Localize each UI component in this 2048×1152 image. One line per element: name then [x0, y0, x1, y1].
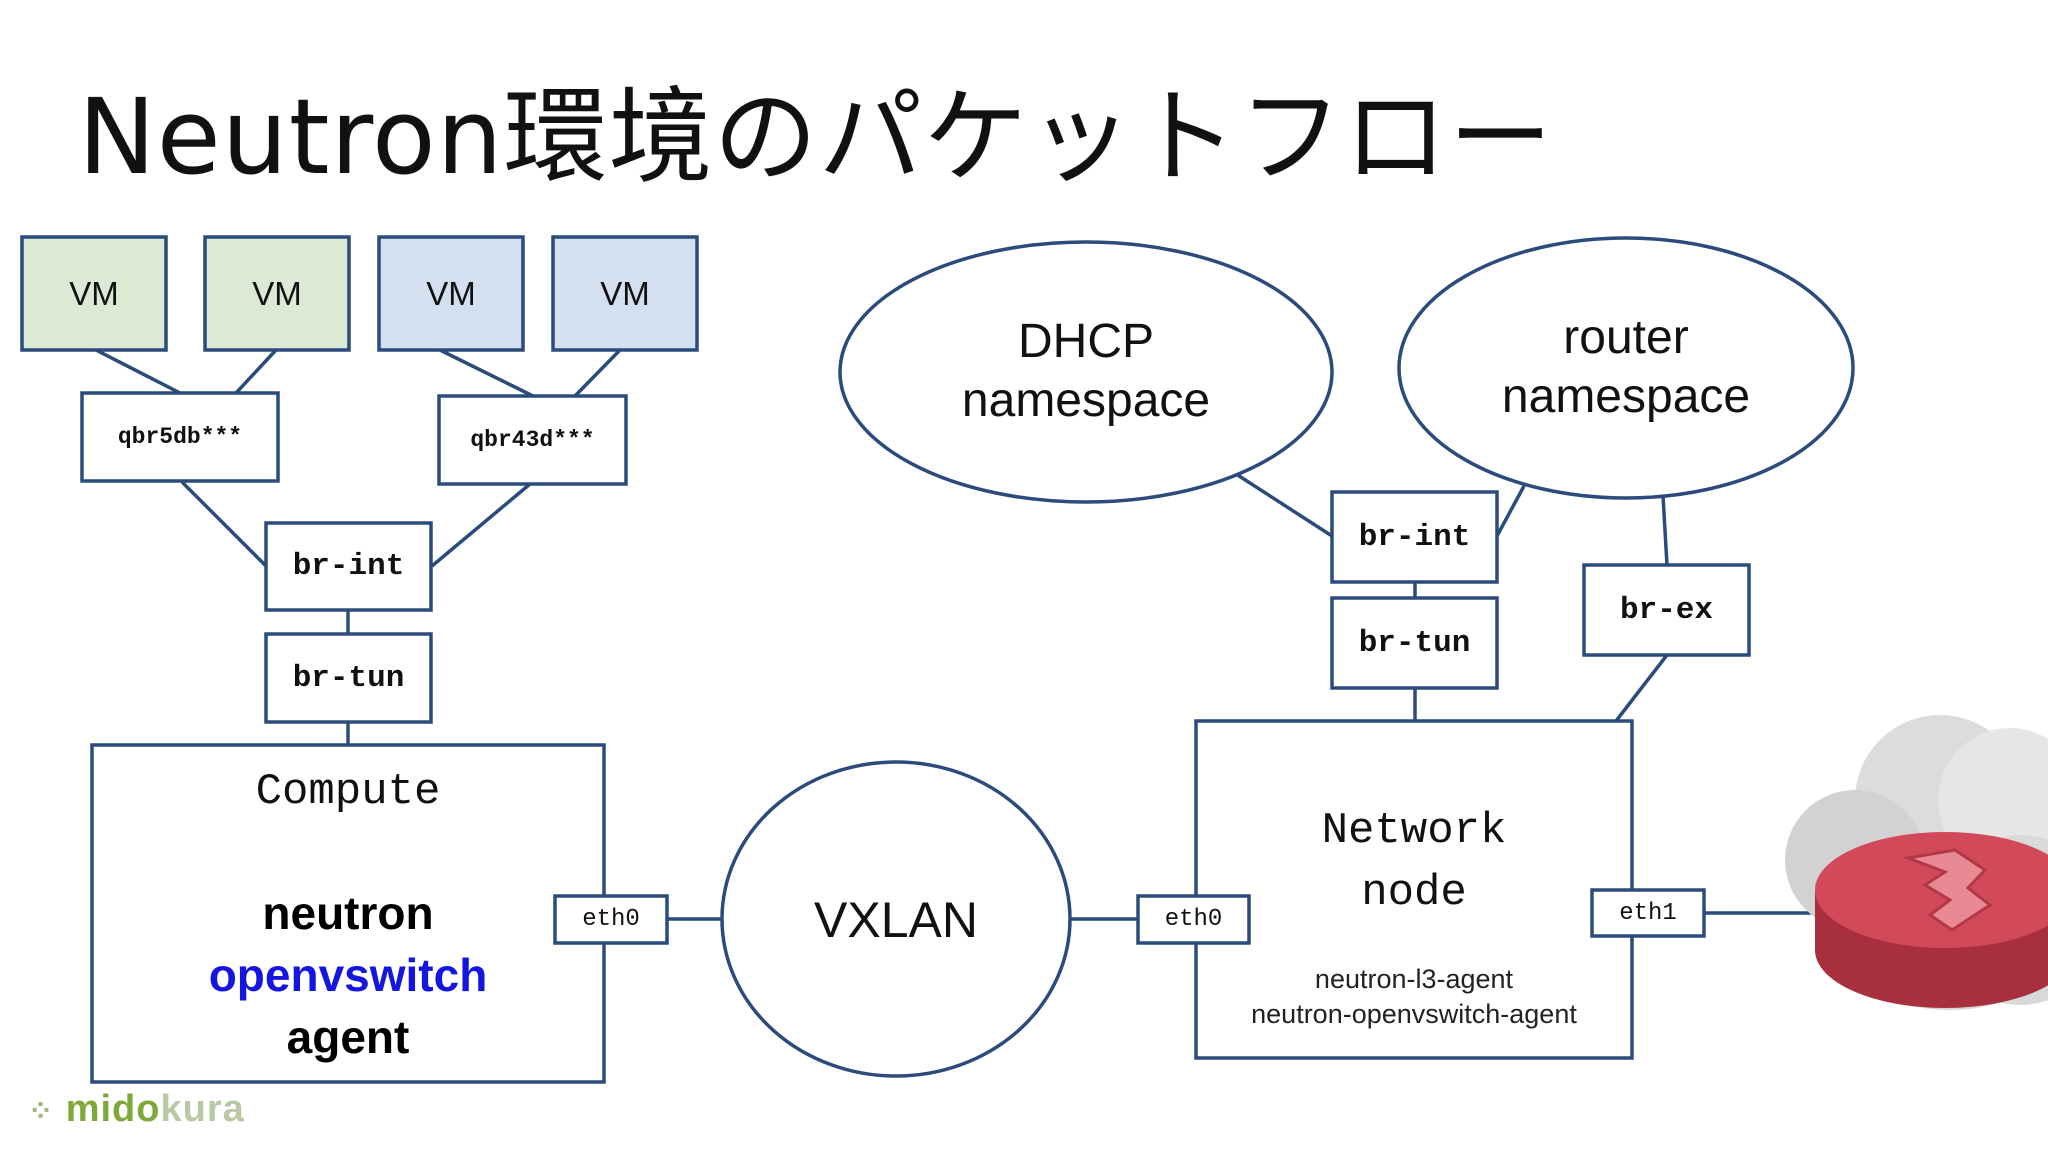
agent-line-agent: agent	[286, 1011, 410, 1063]
link-router-brint	[1495, 485, 1526, 537]
compute-node-label: Compute	[255, 767, 441, 817]
vm-label-3: VM	[426, 274, 476, 312]
network-node-agents: neutron-l3-agent neutron-openvswitch-age…	[1196, 962, 1632, 1032]
compute-eth0-label: eth0	[582, 906, 640, 933]
link-vm2-qbr	[234, 348, 278, 395]
link-qbr-left-brint	[180, 480, 268, 568]
network-node-box	[1194, 719, 1634, 1060]
compute-agent-name: neutron openvswitch agent	[92, 882, 604, 1068]
dhcp-namespace-label: DHCP namespace	[840, 300, 1332, 444]
page-title: Neutron環境のパケットフロー	[78, 76, 1554, 198]
midokura-logo-icon: ⁘	[28, 1095, 55, 1128]
vm-box-3	[377, 235, 525, 352]
midokura-logo: ⁘ midokura	[28, 1088, 245, 1131]
dhcp-line2: namespace	[961, 374, 1211, 427]
vm-label-2: VM	[252, 274, 302, 312]
qbr-left-box	[80, 391, 280, 483]
net-eth1-box	[1590, 888, 1706, 938]
qbr-left-label: qbr5db***	[117, 424, 243, 450]
link-brex-netnode	[1614, 653, 1669, 723]
dhcp-line1: DHCP	[1017, 315, 1154, 369]
qbr-right-box	[437, 394, 628, 486]
vm-label-4: VM	[600, 274, 650, 312]
agent-line-openvswitch: openvswitch	[208, 949, 488, 1001]
logo-part-kura: kura	[160, 1088, 245, 1130]
link-vm4-qbr	[573, 348, 622, 398]
router-line1: router	[1563, 311, 1689, 365]
net-brtun-box	[1330, 596, 1499, 690]
compute-eth0-box	[553, 894, 669, 945]
router-line2: namespace	[1501, 370, 1751, 423]
link-dhcp-brint	[1235, 472, 1333, 538]
net-eth0-label: eth0	[1164, 906, 1223, 933]
agent-openvswitch: neutron-openvswitch-agent	[1251, 999, 1577, 1029]
compute-brtun-label: br-tun	[292, 660, 405, 696]
net-brex-label: br-ex	[1619, 592, 1713, 628]
router-namespace-label: router namespace	[1399, 296, 1853, 440]
agent-l3: neutron-l3-agent	[1314, 964, 1514, 994]
compute-brint-label: br-int	[292, 549, 405, 584]
router-icon	[1815, 832, 2048, 1008]
vm-label-1: VM	[69, 274, 119, 312]
logo-part-mido: mido	[65, 1088, 161, 1130]
compute-brtun-box	[264, 632, 433, 724]
network-node-label-line1: Network	[1321, 806, 1507, 856]
vxlan-label: VXLAN	[814, 892, 978, 948]
vm-box-4	[551, 235, 699, 352]
link-router-brex	[1661, 495, 1669, 566]
compute-brint-box	[264, 521, 433, 612]
link-qbr-right-brint	[430, 482, 532, 568]
net-brex-box	[1582, 563, 1751, 657]
compute-node-box	[90, 743, 606, 1084]
agent-line-neutron: neutron	[262, 887, 434, 939]
qbr-right-label: qbr43d***	[470, 427, 595, 453]
vm-box-1	[20, 235, 168, 352]
net-brtun-label: br-tun	[1358, 625, 1471, 661]
net-eth0-box	[1136, 894, 1251, 945]
net-brint-box	[1330, 490, 1499, 584]
net-eth1-label: eth1	[1619, 899, 1677, 927]
vm-box-2	[203, 235, 351, 352]
network-node-label-line2: node	[1361, 868, 1467, 918]
link-vm1-qbr	[95, 348, 181, 395]
router-namespace-ellipse	[1397, 236, 1855, 500]
vxlan-ellipse	[720, 760, 1072, 1078]
link-vm3-qbr	[439, 348, 534, 398]
net-brint-label: br-int	[1358, 519, 1471, 555]
dhcp-namespace-ellipse	[838, 240, 1334, 504]
